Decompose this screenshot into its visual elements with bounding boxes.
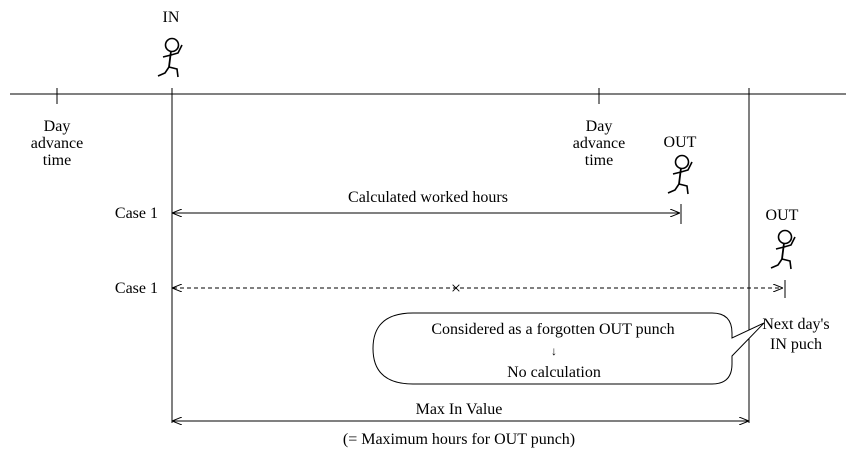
bubble-down-arrow: ↓ <box>551 344 557 358</box>
out-label-case2: OUT <box>766 207 799 224</box>
max-in-value-label: Max In Value <box>416 401 503 418</box>
day-advance-label-left-3: time <box>43 152 71 169</box>
next-day-in-label-2: IN puch <box>770 336 822 353</box>
cross-mark: × <box>451 278 461 298</box>
case-label-row1: Case 1 <box>115 205 158 222</box>
max-hours-note: (= Maximum hours for OUT punch) <box>343 431 575 448</box>
bubble-line-2: No calculation <box>507 364 601 381</box>
day-advance-label-mid-1: Day <box>586 118 613 135</box>
bubble-line-1: Considered as a forgotten OUT punch <box>431 321 674 338</box>
speech-bubble <box>372 312 765 385</box>
day-advance-label-mid-2: advance <box>573 135 625 152</box>
next-day-in-label-1: Next day's <box>762 316 829 333</box>
calculated-hours-label: Calculated worked hours <box>348 189 508 206</box>
day-advance-label-mid-3: time <box>585 152 613 169</box>
running-person-icon <box>770 229 796 270</box>
case-label-row2: Case 1 <box>115 280 158 297</box>
day-advance-label-left-1: Day <box>44 118 71 135</box>
day-advance-label-left-2: advance <box>31 135 83 152</box>
running-person-icon <box>157 37 183 78</box>
running-person-icon <box>667 154 693 195</box>
out-label-case1: OUT <box>664 134 697 151</box>
in-label: IN <box>163 9 180 26</box>
